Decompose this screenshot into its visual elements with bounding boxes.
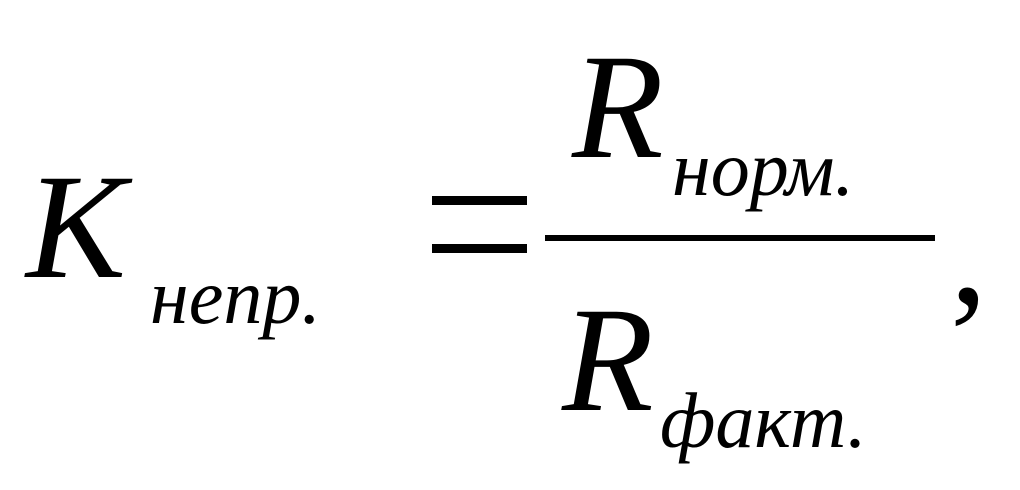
trailing-comma: , bbox=[950, 170, 988, 336]
equals-bar-bottom bbox=[432, 244, 527, 253]
numerator-subscript: норм. bbox=[672, 125, 855, 212]
numerator-symbol: R bbox=[572, 24, 664, 190]
lhs-subscript: непр. bbox=[150, 253, 321, 340]
equals-sign bbox=[432, 196, 527, 256]
lhs-symbol: K bbox=[26, 144, 127, 310]
denominator-subscript: факт. bbox=[660, 377, 867, 464]
fraction-bar bbox=[545, 235, 935, 241]
denominator-symbol: R bbox=[562, 277, 654, 443]
equals-bar-top bbox=[432, 196, 527, 205]
